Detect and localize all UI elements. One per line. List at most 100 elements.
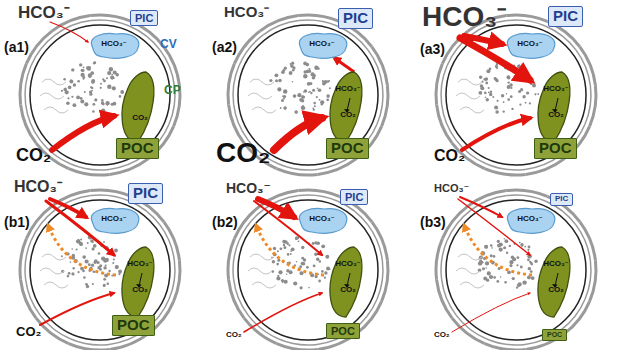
flux-arrow [50,22,88,42]
nucleus-dot [277,87,281,91]
mitochondrion [40,254,68,288]
nucleus-dot [103,278,106,281]
nucleus-dot [284,280,288,284]
pool-label: HCO₃⁻ [86,215,142,224]
chloroplast-outline [532,70,574,144]
nucleus-dot [281,99,284,102]
nucleus-dot [292,81,294,83]
nucleus-dot [281,279,284,282]
nucleus-dot [283,69,286,72]
nucleus-dot [329,268,331,270]
box-label: PIC [555,195,568,204]
nucleus-dot [319,260,321,262]
nucleus-dot [490,91,492,93]
nucleus-dot [298,240,300,242]
flux-arrow [244,293,322,332]
box-label: PIC [345,191,363,203]
coccolith-vesicle: HCO₃⁻ [86,30,142,60]
poc-box: POC [116,138,159,159]
nucleus-dot [63,88,67,92]
nucleus-dot [290,64,294,68]
nucleus-dot [307,82,311,86]
pool-label: CO₂ [116,286,158,295]
nucleus-dot [76,249,78,251]
nucleus-dot [300,286,303,289]
poc-box: POC [112,315,155,336]
box-label: PIC [553,8,578,25]
nucleus-dot [84,102,88,106]
nucleus-dot [292,69,295,72]
nucleus-dot [89,90,92,93]
nucleus-dot [73,83,76,86]
nucleus-dot [491,247,493,249]
nucleus-dot [322,82,326,86]
nucleus-dot [72,254,75,257]
pic-box: PIC [128,183,163,204]
nucleus-dot [71,68,74,71]
nucleus-dot [273,247,276,250]
box-label: POC [117,317,150,334]
nucleus-dot [71,248,73,250]
nucleus-dot [312,89,315,92]
nucleus-dot [525,102,527,104]
nucleus-dot [316,242,320,246]
nucleus-dot [510,95,513,98]
nucleus-dot [314,253,317,256]
nucleus-dot [496,67,498,69]
nucleus-dot [280,107,282,109]
nucleus-dot [492,96,494,98]
species-label: HCO₃⁻ [422,2,506,31]
species-label: CV [160,38,177,51]
nucleus-dot [316,258,319,261]
nucleus-dot [321,270,324,273]
nucleus-dot [534,93,536,95]
flux-arrow [52,116,114,150]
mitochondrion [40,79,68,113]
pool-label: HCO₃⁻ [532,260,574,269]
species-label: CO₂ [216,138,270,167]
poc-box: POC [534,138,577,159]
nucleus-dot [286,242,289,245]
nucleus-dot [490,254,493,257]
nucleus-dot [120,90,124,94]
nucleus-dot [308,68,310,70]
chloroplast-outline [116,70,158,144]
chloroplast-outline [116,245,158,319]
nucleus-dot [312,242,315,245]
nucleus-dot [496,280,499,283]
nucleus-dot [306,70,310,74]
nucleus-dot [508,77,510,79]
nucleus-dot [484,92,487,95]
nucleus-dot [80,100,84,104]
cell-membrane [30,200,170,340]
nucleus-dot [81,69,84,72]
nucleus-dot [326,98,329,101]
nucleus-dot [297,93,301,97]
nucleus-dot [113,77,115,79]
cell-panel [228,190,388,350]
nucleus-dot [68,272,71,275]
nucleus-dot [79,63,82,66]
nucleus-dot [67,97,69,99]
nucleus-dot [489,275,493,279]
pool-label: HCO₃⁻ [324,85,366,94]
nucleus-dot [119,271,121,273]
nucleus-dot [66,101,70,105]
nucleus-dot [296,261,298,263]
nucleus-dot [495,110,499,114]
nucleus-dot [314,105,316,107]
nucleus-dot [61,90,63,92]
pic-box: PIC [338,8,373,29]
nucleus-dot [513,78,516,81]
nucleus-dot [316,96,318,98]
nucleus-dot [479,76,481,78]
pic-box: PIC [548,6,583,27]
nucleus-dot [87,67,91,71]
conversion-arrow [555,98,558,111]
nucleus-dot [90,239,94,243]
nucleus-dot [480,84,483,87]
species-label: HCO₃⁻ [224,4,269,20]
nucleus-dot [484,78,487,81]
nucleus-dot [102,78,104,80]
nucleus-dot [324,277,326,279]
